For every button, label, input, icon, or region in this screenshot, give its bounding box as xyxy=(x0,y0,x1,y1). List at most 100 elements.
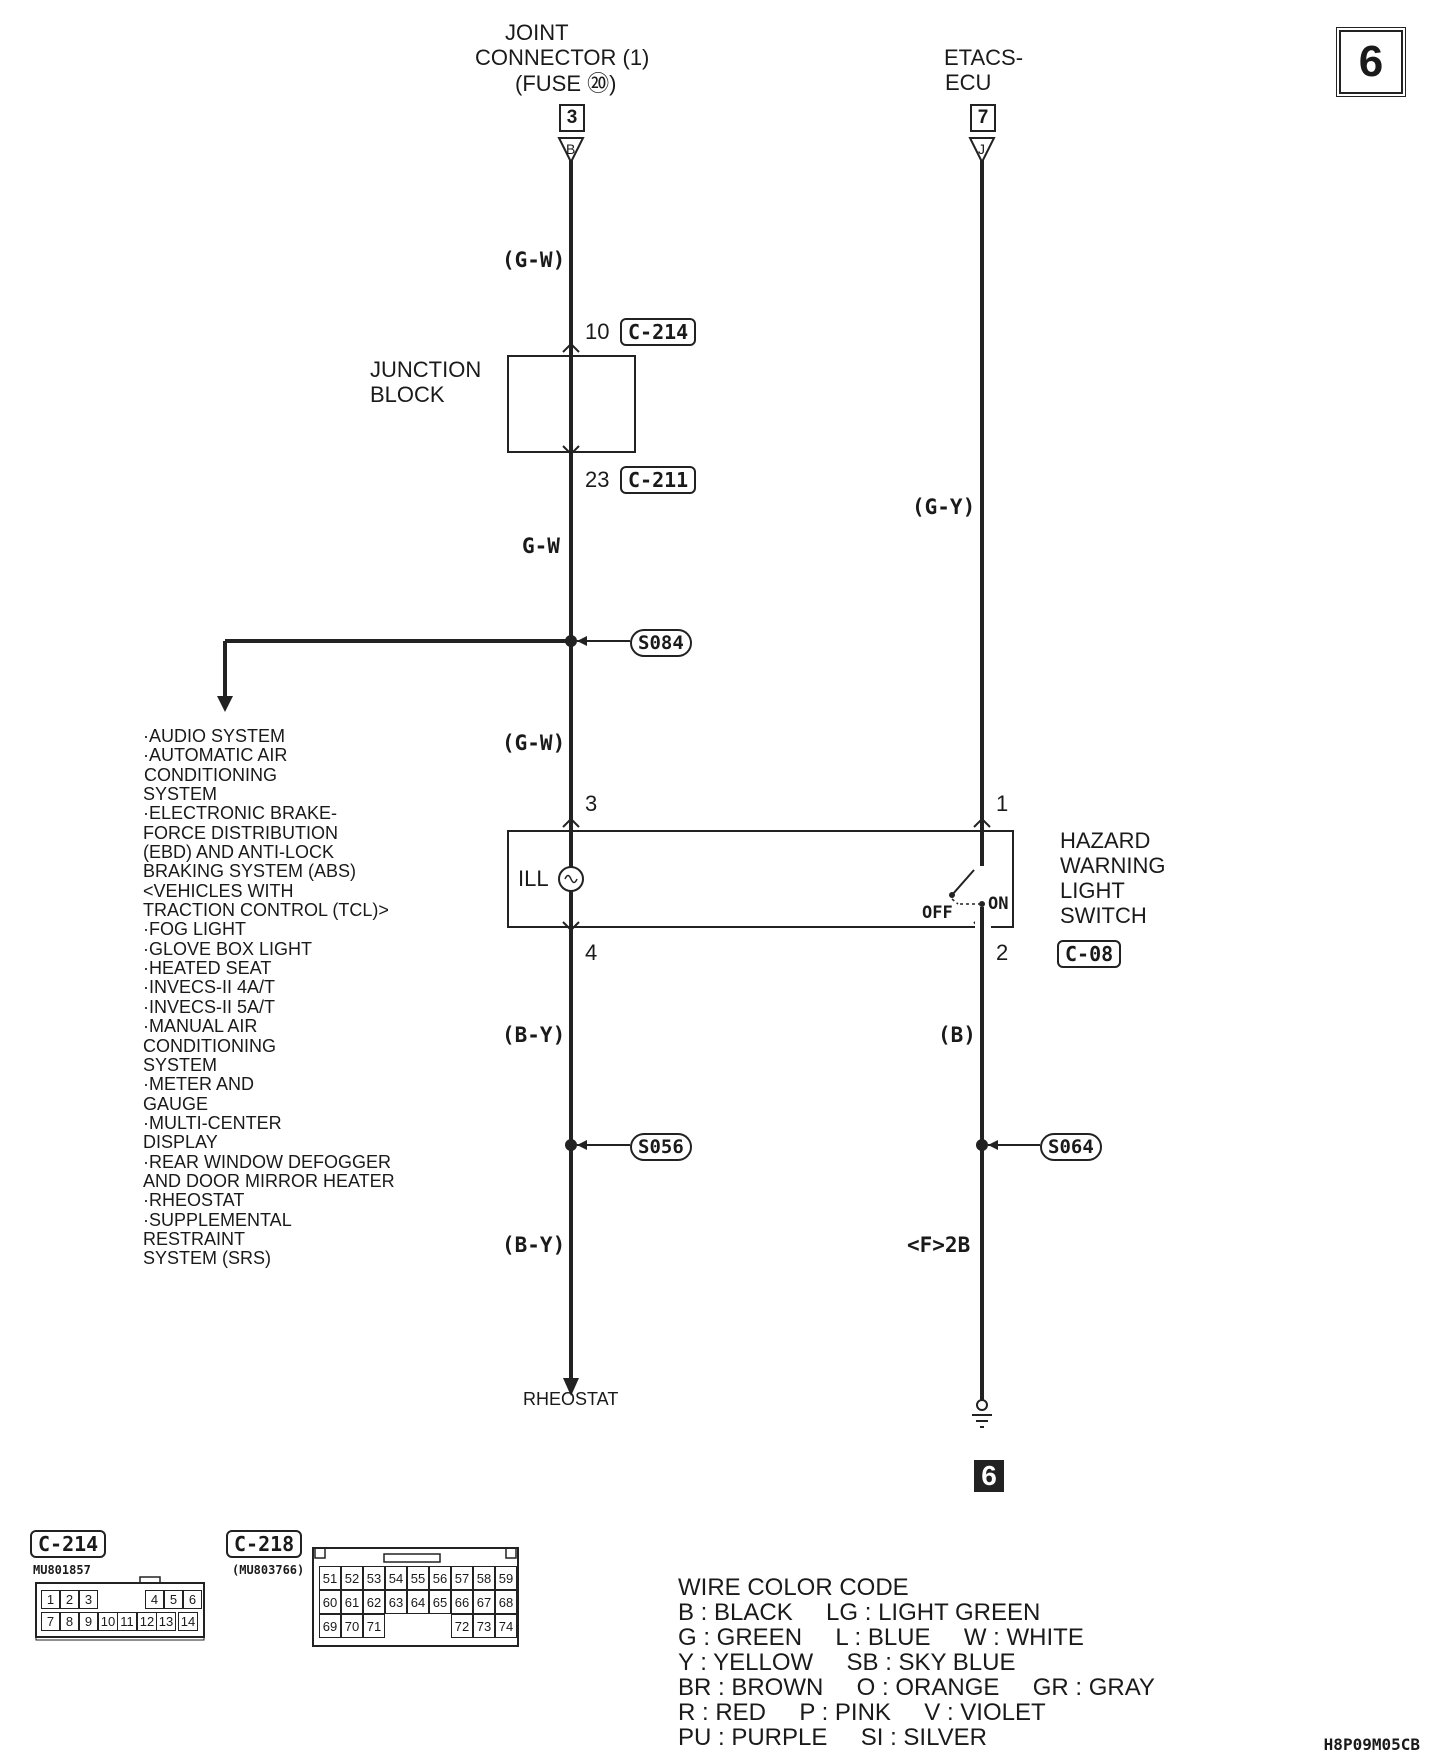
ground-number: 6 xyxy=(974,1460,1004,1492)
connector-pin-cell: 8 xyxy=(60,1612,79,1631)
connector-pin-cell: 69 xyxy=(319,1614,341,1638)
connector-pin-cell: 1 xyxy=(41,1590,60,1609)
list-item: ·MULTI-CENTER xyxy=(143,1112,282,1133)
connector-pin-cell: 65 xyxy=(429,1590,451,1614)
pin-number: 1 xyxy=(996,791,1009,816)
connector-pin-cell: 7 xyxy=(41,1612,60,1631)
connector-pin-cell: 74 xyxy=(495,1614,517,1638)
connector-triangle-left xyxy=(557,137,585,165)
source-left-wire-id: B xyxy=(566,141,576,157)
pin-chevron xyxy=(562,921,580,932)
connector-pin-cell: 3 xyxy=(79,1590,98,1609)
source-left-line3: (FUSE ⑳) xyxy=(515,71,617,96)
rheostat-label: RHEOSTAT xyxy=(523,1389,619,1409)
connector-label-c214: C-214 xyxy=(620,318,697,346)
connector-pin-cell: 59 xyxy=(495,1566,517,1590)
pin-chevron xyxy=(973,817,991,828)
connector-pin-cell: 54 xyxy=(385,1566,407,1590)
pin-number: 4 xyxy=(585,940,598,965)
connector-c214-label: C-214 xyxy=(30,1530,107,1558)
connector-pin-cell: 13 xyxy=(156,1612,176,1631)
splice-dot-s056 xyxy=(565,1139,577,1151)
connector-pin-cell: 55 xyxy=(407,1566,429,1590)
connector-pin-cell: 51 xyxy=(319,1566,341,1590)
connector-pin-cell: 10 xyxy=(98,1612,118,1631)
source-left-line2: CONNECTOR (1) xyxy=(475,45,650,70)
splice-label-s064: S064 xyxy=(1040,1133,1102,1161)
list-item: SYSTEM xyxy=(143,784,218,805)
c218-housing xyxy=(312,1547,519,1647)
source-right-wire-id: J xyxy=(978,141,985,157)
connector-pin-cell: 62 xyxy=(363,1590,385,1614)
list-item: BRAKING SYSTEM (ABS) xyxy=(143,861,357,882)
connector-pin-cell: 57 xyxy=(451,1566,473,1590)
connector-label-c08: C-08 xyxy=(1057,940,1122,968)
legend-line: PU : PURPLE SI : SILVER xyxy=(678,1724,987,1751)
connector-pin-cell: 70 xyxy=(341,1614,363,1638)
legend-line: Y : YELLOW SB : SKY BLUE xyxy=(678,1649,1016,1676)
connector-pin-cell: 6 xyxy=(183,1590,202,1609)
wire-color-legend: WIRE COLOR CODE B : BLACK LG : LIGHT GRE… xyxy=(678,1575,1155,1750)
legend-line: R : RED P : PINK V : VIOLET xyxy=(678,1699,1046,1726)
list-item: ·ELECTRONIC BRAKE- xyxy=(143,803,338,824)
list-item: ·AUDIO SYSTEM xyxy=(143,726,286,746)
junction-block-label-line1: JUNCTION xyxy=(370,357,482,382)
list-item: ·AUTOMATIC AIR xyxy=(143,745,288,766)
connector-label-c211: C-211 xyxy=(620,466,697,494)
connector-c218-part: (MU803766) xyxy=(232,1563,305,1577)
connector-pin-cell: 14 xyxy=(178,1612,198,1631)
pin-number: 3 xyxy=(585,791,598,816)
legend-line: BR : BROWN O : ORANGE GR : GRAY xyxy=(678,1674,1155,1701)
list-item: (EBD) AND ANTI-LOCK xyxy=(143,842,335,863)
list-item: ·METER AND xyxy=(143,1074,255,1095)
legend-line: G : GREEN L : BLUE W : WHITE xyxy=(678,1624,1084,1651)
switch-off-contact xyxy=(949,892,955,898)
list-item: GAUGE xyxy=(143,1093,209,1114)
connector-pin-cell: 67 xyxy=(473,1590,495,1614)
list-item: RESTRAINT xyxy=(143,1228,246,1249)
ill-label: ILL xyxy=(518,866,549,891)
page-number: 6 xyxy=(1336,27,1406,97)
connector-pin-cell: 4 xyxy=(145,1590,164,1609)
ill-filament xyxy=(564,874,578,884)
splice-leader-arrow xyxy=(577,1140,587,1150)
switch-on-contact xyxy=(979,901,985,907)
connector-pin-cell: 9 xyxy=(79,1612,98,1631)
list-item: ·SUPPLEMENTAL xyxy=(143,1209,292,1230)
list-item: AND DOOR MIRROR HEATER xyxy=(143,1170,395,1191)
list-item: ·INVECS-II 5A/T xyxy=(143,996,276,1017)
switch-box xyxy=(507,830,1014,928)
switch-lever xyxy=(951,869,975,896)
list-item: ·MANUAL AIR xyxy=(143,1016,258,1037)
list-item: SYSTEM (SRS) xyxy=(143,1248,272,1269)
connector-pin-cell: 5 xyxy=(164,1590,183,1609)
list-item: TRACTION CONTROL (TCL)> xyxy=(143,900,389,921)
splice-leader-arrow xyxy=(988,1140,998,1150)
wire-color-label: (G-W) xyxy=(502,731,566,755)
junction-block-box xyxy=(507,355,636,453)
wire-color-label: <F>2B xyxy=(907,1233,971,1257)
connector-pin-cell: 63 xyxy=(385,1590,407,1614)
connector-pin-cell: 71 xyxy=(363,1614,385,1638)
wire-color-label: (B) xyxy=(938,1023,976,1047)
connector-pin-cell: 2 xyxy=(60,1590,79,1609)
pin-number: 10 xyxy=(585,319,610,344)
source-right-line2: ECU xyxy=(945,70,992,95)
list-item: ·RHEOSTAT xyxy=(143,1190,245,1211)
pin-chevron xyxy=(562,342,580,353)
pin-number: 2 xyxy=(996,940,1009,965)
connector-c214-part: MU801857 xyxy=(33,1563,91,1577)
pin-chevron xyxy=(562,445,580,456)
splice-leader-arrow xyxy=(577,636,587,646)
splice-label-s084: S084 xyxy=(630,629,692,657)
connector-pin-cell: 53 xyxy=(363,1566,385,1590)
connector-pin-cell: 73 xyxy=(473,1614,495,1638)
list-item: ·HEATED SEAT xyxy=(143,958,272,979)
connector-pin-cell: 60 xyxy=(319,1590,341,1614)
splice-dot-s064 xyxy=(976,1139,988,1151)
list-item: ·REAR WINDOW DEFOGGER xyxy=(143,1151,391,1172)
switch-on-label: ON xyxy=(988,894,1009,914)
figure-code: H8P09M05CB xyxy=(1323,1735,1420,1754)
connector-pin-cell: 11 xyxy=(117,1612,137,1631)
